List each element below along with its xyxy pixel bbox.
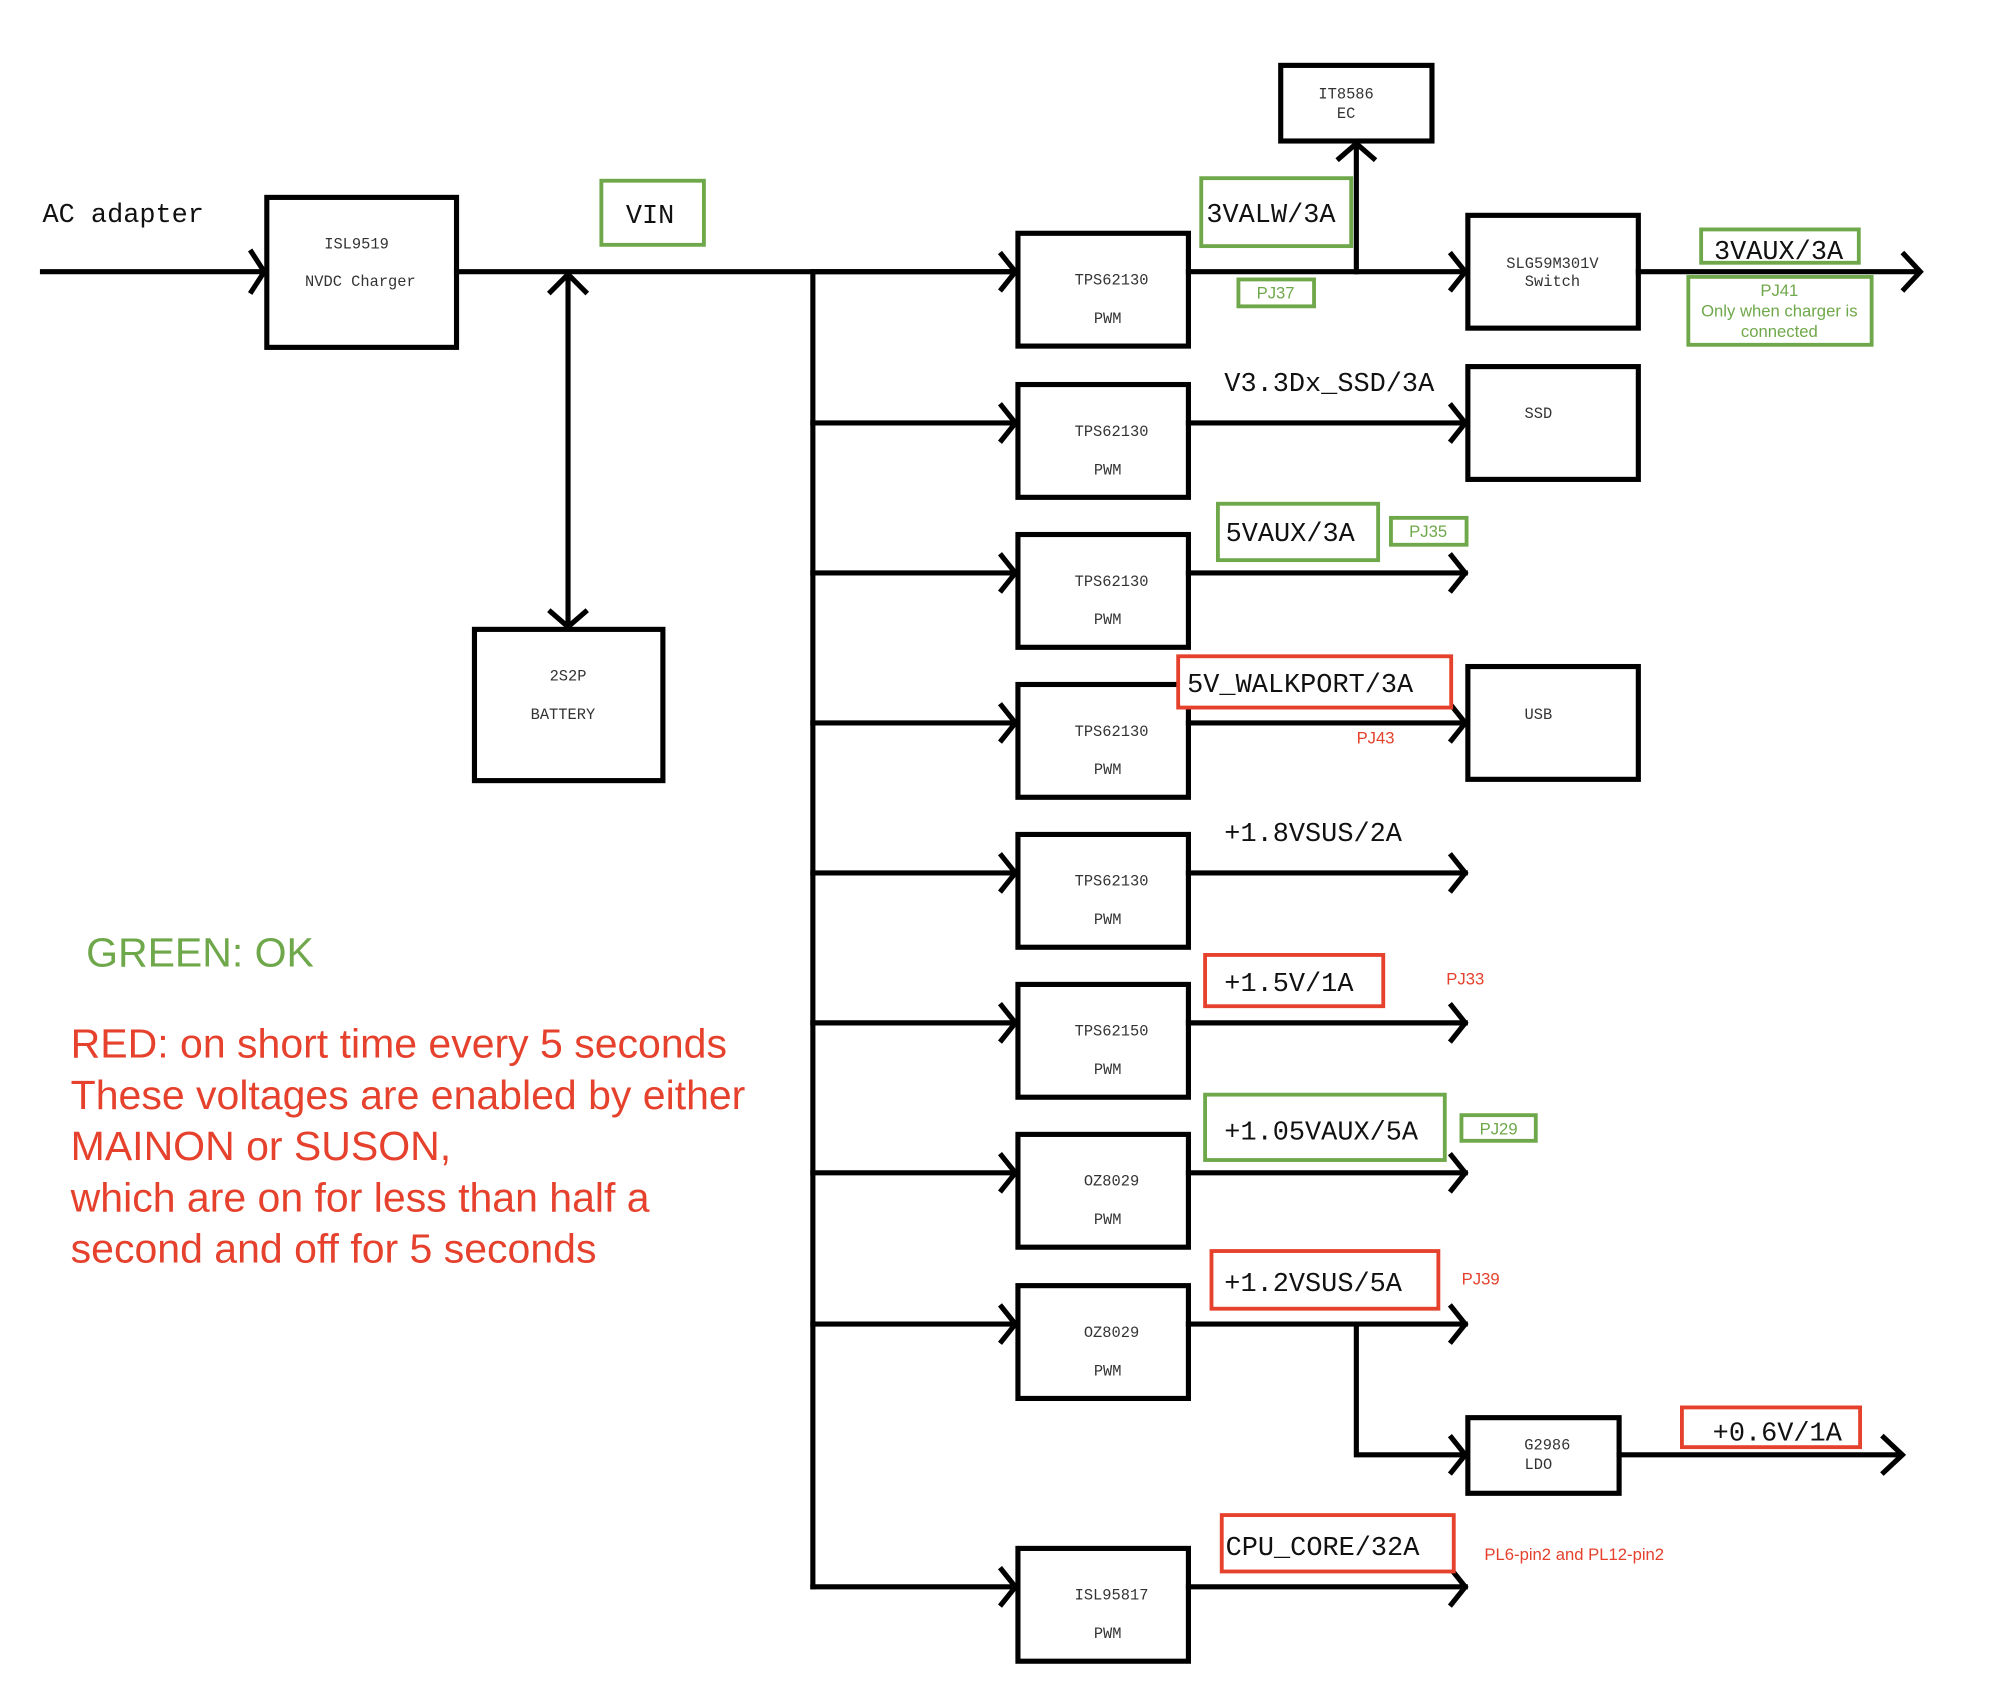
arrow-icon	[1447, 852, 1469, 894]
regulator-type: PWM	[1094, 461, 1122, 479]
rail-0v6: +0.6V/1A	[1713, 1420, 1843, 1450]
regulator-box	[1015, 1131, 1191, 1250]
pj33-label: PJ33	[1446, 969, 1484, 988]
pj41-box	[1686, 274, 1874, 347]
ec-chip: IT8586	[1318, 86, 1373, 104]
regulator-box	[1015, 1283, 1191, 1402]
regulator-box	[1015, 1545, 1191, 1664]
regulator-chip: TPS62130	[1075, 423, 1149, 441]
pj35-label: PJ35	[1409, 522, 1447, 541]
regulator-chip: OZ8029	[1084, 1173, 1139, 1191]
legend-red-line: second and off for 5 seconds	[71, 1226, 597, 1272]
regulator-type: PWM	[1094, 611, 1122, 629]
arrow-icon	[1447, 1303, 1469, 1345]
arrow-icon	[1900, 250, 1924, 293]
pj41-note: connected	[1741, 322, 1818, 341]
pj37-label: PJ37	[1257, 284, 1295, 303]
vin-label: VIN	[626, 202, 674, 232]
battery-box	[471, 626, 666, 784]
regulator-box	[1015, 981, 1191, 1100]
rail-5vwalk-box	[1176, 654, 1454, 710]
battery-config: 2S2P	[550, 668, 587, 686]
rail-1v2-box	[1209, 1249, 1441, 1311]
ldo-feed-line	[1353, 1321, 1468, 1458]
arrow-icon	[1447, 1566, 1469, 1608]
vin-box	[599, 178, 706, 247]
regulator-chip: TPS62130	[1075, 723, 1149, 741]
battery-label: BATTERY	[531, 706, 596, 724]
pj39-label: PJ39	[1462, 1269, 1500, 1288]
regulator-type: PWM	[1094, 761, 1122, 779]
ac-adapter-label: AC adapter	[42, 201, 203, 231]
rail-5vwalk: 5V_WALKPORT/3A	[1187, 671, 1414, 701]
legend-red-line: These voltages are enabled by either	[71, 1072, 746, 1118]
rail-1v05: +1.05VAUX/5A	[1224, 1119, 1419, 1149]
ldo-chip: G2986	[1524, 1437, 1570, 1455]
regulator-chip: OZ8029	[1084, 1324, 1139, 1342]
pj41-label: PJ41	[1760, 281, 1798, 300]
rail-1v05-box	[1203, 1092, 1447, 1162]
pj43-label: PJ43	[1357, 728, 1395, 747]
rail-5vaux-box	[1215, 501, 1381, 563]
regulator-type: PWM	[1094, 1211, 1122, 1229]
rail-1v5-box	[1203, 953, 1386, 1009]
charger-type: NVDC Charger	[305, 273, 416, 291]
usb-label: USB	[1525, 706, 1553, 724]
regulator-box	[1015, 381, 1191, 500]
rail-3vaux-box	[1699, 227, 1861, 265]
usb-box	[1465, 663, 1641, 782]
legend-red-line: MAINON or SUSON,	[71, 1123, 451, 1169]
arrow-icon	[1447, 1152, 1469, 1194]
legend-red-line: which are on for less than half a	[70, 1174, 650, 1220]
rail-ssd: V3.3Dx_SSD/3A	[1224, 370, 1435, 400]
pj41-note: Only when charger is	[1701, 302, 1857, 321]
rail-1v2: +1.2VSUS/5A	[1224, 1270, 1402, 1300]
regulator-type: PWM	[1094, 310, 1122, 328]
switch-label: Switch	[1525, 273, 1580, 291]
ssd-box	[1465, 364, 1641, 482]
pj29-box	[1459, 1113, 1538, 1143]
rail-1v5: +1.5V/1A	[1224, 970, 1354, 1000]
regulator-type: PWM	[1094, 1061, 1122, 1079]
pj35-box	[1389, 515, 1469, 547]
rail-1v8: +1.8VSUS/2A	[1224, 820, 1402, 850]
rail-3valw: 3VALW/3A	[1206, 201, 1336, 231]
regulator-type: PWM	[1094, 911, 1122, 929]
arrow-icon	[1447, 552, 1469, 594]
rail-0v6-box	[1679, 1405, 1863, 1450]
cpu-testpoints: PL6-pin2 and PL12-pin2	[1484, 1545, 1664, 1564]
rail-5vaux: 5VAUX/3A	[1226, 520, 1356, 550]
regulator-box	[1015, 681, 1191, 800]
legend-red-line: RED: on short time every 5 seconds	[71, 1020, 727, 1066]
regulator-chip: ISL95817	[1075, 1587, 1149, 1605]
regulator-box	[1015, 531, 1191, 650]
rail-3valw-box	[1199, 176, 1354, 249]
regulator-box	[1015, 831, 1191, 950]
rail-cpu-core: CPU_CORE/32A	[1226, 1534, 1421, 1564]
regulator-chip: TPS62130	[1075, 873, 1149, 891]
rail-cpu-box	[1219, 1513, 1456, 1574]
ec-box	[1278, 62, 1435, 144]
ldo-label: LDO	[1525, 1456, 1553, 1474]
legend-green: GREEN: OK	[86, 929, 314, 975]
arrow-icon	[1447, 1002, 1469, 1044]
ldo-box	[1465, 1415, 1622, 1496]
regulator-chip: TPS62150	[1075, 1023, 1149, 1041]
pj37-box	[1236, 277, 1316, 309]
ssd-label: SSD	[1525, 405, 1553, 423]
regulator-type: PWM	[1094, 1362, 1122, 1380]
regulator-chip: TPS62130	[1075, 573, 1149, 591]
arrow-icon	[546, 270, 590, 296]
ec-label: EC	[1337, 105, 1355, 123]
charger-chip: ISL9519	[324, 236, 389, 254]
rail-3vaux: 3VAUX/3A	[1714, 238, 1844, 268]
regulator-type: PWM	[1094, 1625, 1122, 1643]
regulator-chip: TPS62130	[1075, 272, 1149, 290]
regulator-box	[1015, 230, 1191, 349]
pj29-label: PJ29	[1480, 1119, 1518, 1138]
switch-chip: SLG59M301V	[1506, 255, 1599, 273]
arrow-icon	[1880, 1433, 1907, 1476]
